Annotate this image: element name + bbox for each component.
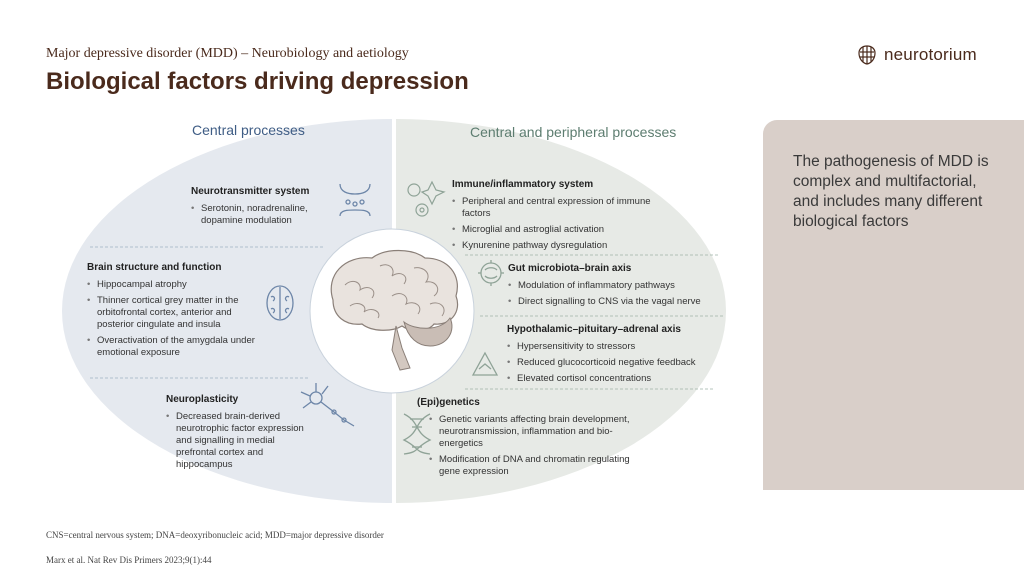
- gut-microbiota-block: Gut microbiota–brain axis Modulation of …: [508, 263, 728, 312]
- list-item: Direct signalling to CNS via the vagal n…: [508, 296, 728, 308]
- reference-citation: Marx et al. Nat Rev Dis Primers 2023;9(1…: [46, 555, 212, 565]
- neuron-icon: [300, 383, 355, 427]
- immune-block: Immune/inflammatory system Peripheral an…: [452, 179, 652, 256]
- block-title: Neuroplasticity: [166, 394, 239, 405]
- brain-illustration: [330, 249, 459, 371]
- adrenal-gland-icon: [471, 351, 499, 376]
- list-item: Elevated cortisol concentrations: [507, 373, 727, 385]
- epigenetics-block: (Epi)genetics Genetic variants affecting…: [417, 397, 647, 482]
- block-title: (Epi)genetics: [417, 397, 480, 408]
- logo-text: neurotorium: [884, 45, 977, 64]
- neurotransmitter-icon: [339, 183, 371, 217]
- block-title: Immune/inflammatory system: [452, 179, 594, 190]
- list-item: Hypersensitivity to stressors: [507, 341, 727, 353]
- list-item: Microglial and astroglial activation: [452, 224, 652, 236]
- neurotransmitter-block: Neurotransmitter system Serotonin, norad…: [191, 186, 331, 231]
- block-title: Neurotransmitter system: [191, 186, 310, 197]
- list-item: Genetic variants affecting brain develop…: [429, 414, 647, 450]
- peripheral-processes-heading: Central and peripheral processes: [470, 124, 677, 140]
- neurotorium-logo: neurotorium: [856, 44, 977, 66]
- neuroplasticity-block: Neuroplasticity Decreased brain-derived …: [166, 394, 311, 475]
- brain-scan-icon: [266, 285, 294, 321]
- list-item: Overactivation of the amygdala under emo…: [87, 335, 262, 359]
- block-title: Gut microbiota–brain axis: [508, 263, 632, 274]
- brain-grid-icon: [858, 45, 876, 65]
- abbreviations-footnote: CNS=central nervous system; DNA=deoxyrib…: [46, 530, 384, 540]
- list-item: Hippocampal atrophy: [87, 279, 262, 291]
- list-item: Modification of DNA and chromatin regula…: [429, 454, 647, 478]
- summary-text: The pathogenesis of MDD is complex and m…: [793, 153, 989, 230]
- block-title: Brain structure and function: [87, 262, 222, 273]
- list-item: Peripheral and central expression of imm…: [452, 196, 652, 220]
- slide-title: Biological factors driving depression: [46, 68, 469, 95]
- gut-bacteria-icon: [478, 260, 504, 286]
- central-processes-heading: Central processes: [192, 122, 305, 138]
- list-item: Modulation of inflammatory pathways: [508, 280, 728, 292]
- block-title: Hypothalamic–pituitary–adrenal axis: [507, 324, 681, 335]
- list-item: Reduced glucocorticoid negative feedback: [507, 357, 727, 369]
- immune-cells-icon: [407, 180, 446, 217]
- list-item: Serotonin, noradrenaline, dopamine modul…: [191, 203, 331, 227]
- slide-subtitle: Major depressive disorder (MDD) – Neurob…: [46, 46, 409, 61]
- list-item: Decreased brain-derived neurotrophic fac…: [166, 411, 311, 471]
- list-item: Thinner cortical grey matter in the orbi…: [87, 295, 262, 331]
- list-item: Kynurenine pathway dysregulation: [452, 240, 652, 252]
- brain-structure-block: Brain structure and function Hippocampal…: [87, 262, 262, 363]
- hpa-axis-block: Hypothalamic–pituitary–adrenal axis Hype…: [507, 324, 727, 389]
- summary-panel: The pathogenesis of MDD is complex and m…: [763, 120, 1024, 490]
